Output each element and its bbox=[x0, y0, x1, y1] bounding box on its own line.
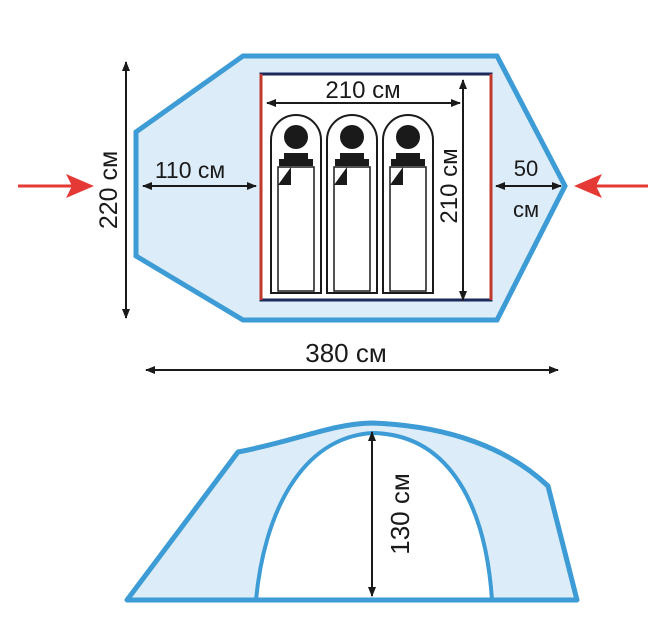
sleeping-bag-icon bbox=[326, 114, 378, 294]
person-head-icon bbox=[279, 125, 313, 166]
rear-depth-value: 50 bbox=[514, 156, 538, 181]
top-view: 220 см 210 см 210 см 110 см 50 см 380 см bbox=[18, 53, 648, 374]
sleeping-places bbox=[270, 114, 434, 294]
overall-length-label: 380 см bbox=[305, 338, 386, 368]
sleeping-bag-icon bbox=[270, 114, 322, 294]
person-head-icon bbox=[391, 125, 425, 166]
inner-width-label: 210 см bbox=[436, 148, 463, 223]
side-view: 130 см bbox=[124, 420, 580, 603]
inner-length-label: 210 см bbox=[325, 77, 400, 104]
entrance-arrow-icon bbox=[574, 174, 648, 198]
person-head-icon bbox=[335, 125, 369, 166]
height-label: 130 см bbox=[385, 473, 415, 554]
entrance-arrow-icon bbox=[18, 174, 94, 198]
vestibule-label: 110 см bbox=[155, 157, 225, 183]
overall-width-label: 220 см bbox=[95, 151, 123, 229]
sleeping-bag-icon bbox=[382, 114, 434, 294]
rear-depth-unit: см bbox=[513, 197, 539, 222]
